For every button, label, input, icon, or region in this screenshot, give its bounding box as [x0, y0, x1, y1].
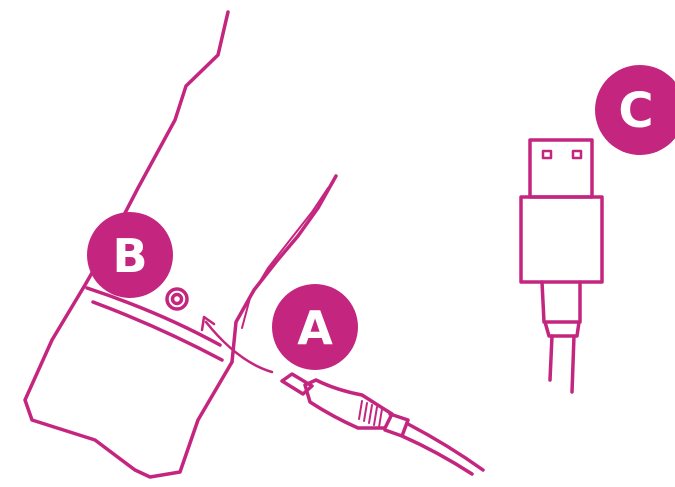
label-b-text: B	[112, 229, 147, 283]
thumb-outline	[230, 174, 338, 364]
device-top-band-inner	[91, 300, 224, 362]
label-a-text: A	[297, 301, 333, 355]
usb-cable	[548, 334, 576, 394]
label-c-badge: C	[595, 65, 675, 155]
usb-hole-left	[541, 149, 553, 160]
usb-connector-icon	[519, 138, 604, 394]
plug-strain-relief	[383, 412, 410, 438]
usb-neck	[540, 280, 582, 324]
plug-cable	[406, 422, 485, 472]
plug-body	[303, 378, 394, 430]
usb-housing	[519, 195, 604, 284]
insert-arrow-icon	[200, 315, 274, 374]
usb-hole-right	[571, 149, 583, 160]
usb-metal-tip	[528, 138, 594, 199]
plug-tip	[280, 372, 314, 396]
barrel-plug-icon	[280, 372, 485, 476]
label-a-badge: A	[272, 284, 358, 370]
usb-collar	[543, 320, 581, 338]
port-b-icon	[165, 287, 189, 311]
device-outline	[23, 10, 338, 479]
device-top-band	[85, 286, 222, 347]
label-c-text: C	[618, 83, 653, 139]
label-b-badge: B	[87, 212, 173, 298]
device-left-edge	[23, 10, 234, 479]
plug-cable-lower	[400, 434, 474, 476]
thumb-inner	[241, 187, 329, 329]
